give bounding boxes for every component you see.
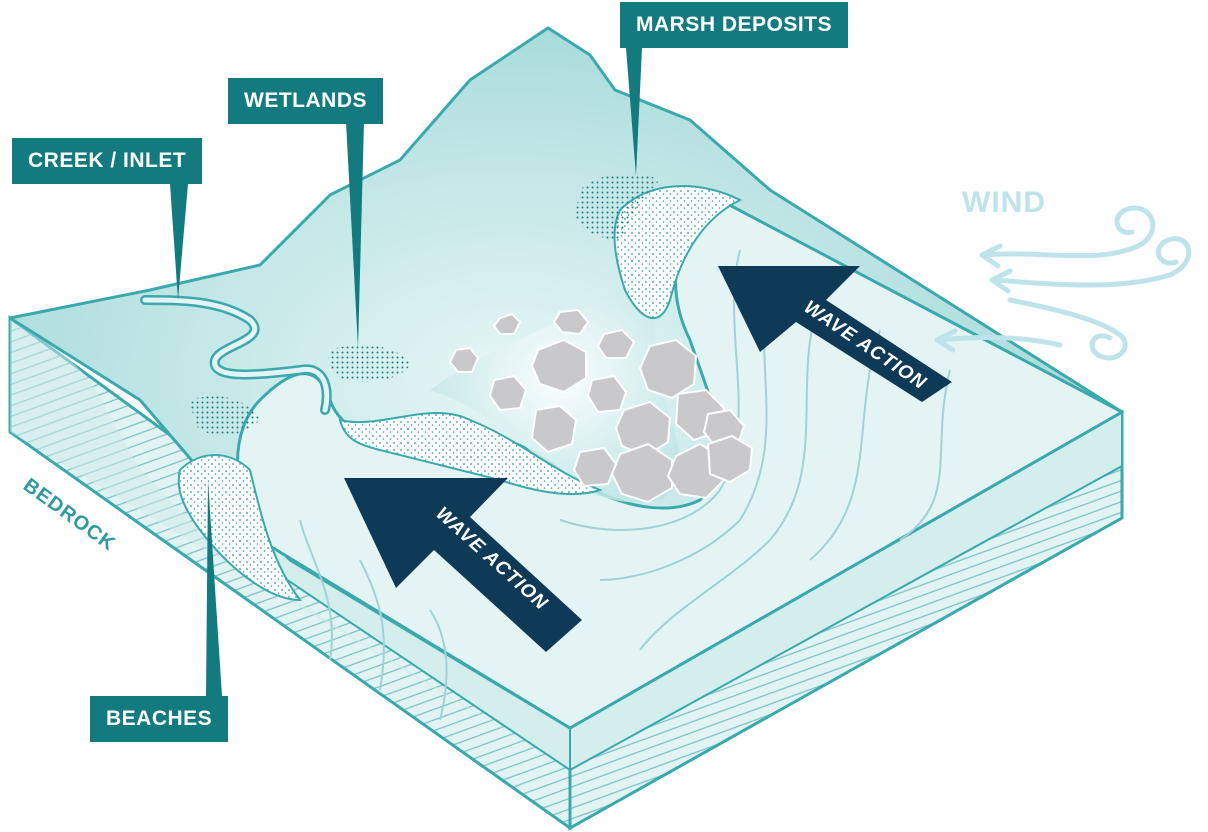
label-wetlands: WETLANDS [228, 78, 383, 124]
boulder-icon [450, 348, 478, 372]
boulder-icon [532, 406, 576, 452]
label-marsh-deposits: MARSH DEPOSITS [620, 2, 848, 48]
wind-swirl-icon [937, 208, 1189, 358]
label-beaches: BEACHES [90, 696, 228, 742]
wind-label: WIND [962, 186, 1046, 219]
label-creek-inlet: CREEK / INLET [12, 138, 202, 184]
